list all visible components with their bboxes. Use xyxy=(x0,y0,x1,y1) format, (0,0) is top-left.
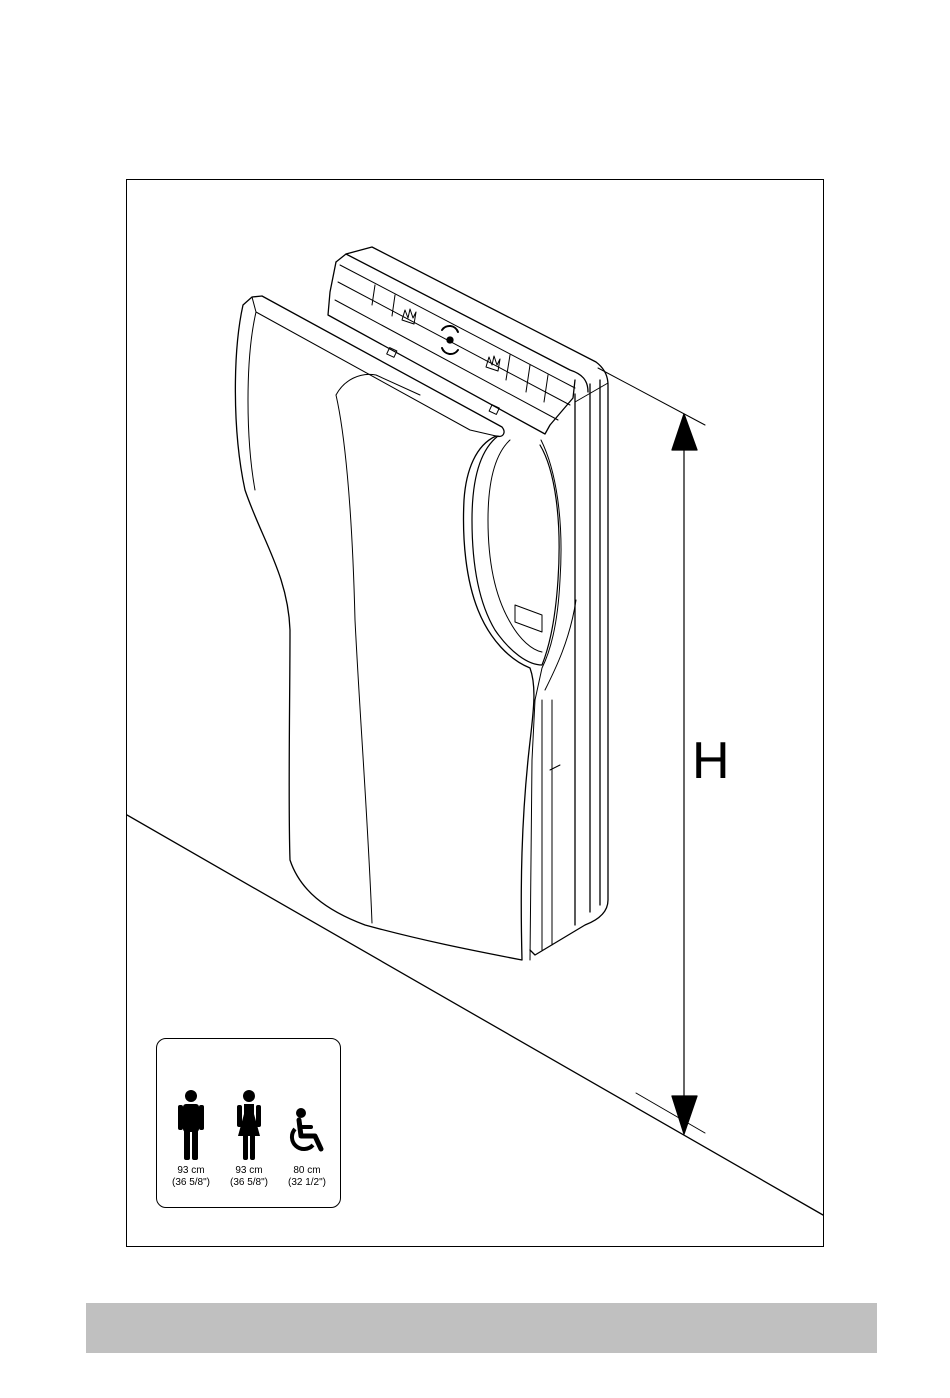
airflow-symbol-icon xyxy=(442,326,458,354)
legend-item-woman: 93 cm (36 5/8") xyxy=(221,1089,277,1189)
dimension-arrow-top xyxy=(672,414,697,450)
wheelchair-icon xyxy=(285,1089,329,1161)
legend-man-cm: 93 cm xyxy=(163,1165,219,1177)
mounting-height-legend: 93 cm (36 5/8") 93 cm (36 5/8") 80 cm (3… xyxy=(156,1038,341,1208)
hand-symbol-right-icon xyxy=(486,356,500,371)
legend-woman-cm: 93 cm xyxy=(221,1165,277,1177)
front-shell-outline xyxy=(235,296,534,960)
man-icon xyxy=(176,1089,206,1161)
legend-wheelchair-cm: 80 cm xyxy=(279,1165,335,1177)
woman-icon xyxy=(234,1089,264,1161)
height-dimension-label: H xyxy=(692,735,730,787)
legend-man-inches: (36 5/8") xyxy=(163,1177,219,1189)
legend-item-man: 93 cm (36 5/8") xyxy=(163,1089,219,1189)
footer-bar xyxy=(86,1303,877,1353)
legend-wheelchair-inches: (32 1/2") xyxy=(279,1177,335,1189)
legend-item-wheelchair: 80 cm (32 1/2") xyxy=(279,1089,335,1189)
top-guide-line xyxy=(598,368,705,425)
legend-woman-inches: (36 5/8") xyxy=(221,1177,277,1189)
dimension-arrow-bottom xyxy=(672,1096,697,1134)
